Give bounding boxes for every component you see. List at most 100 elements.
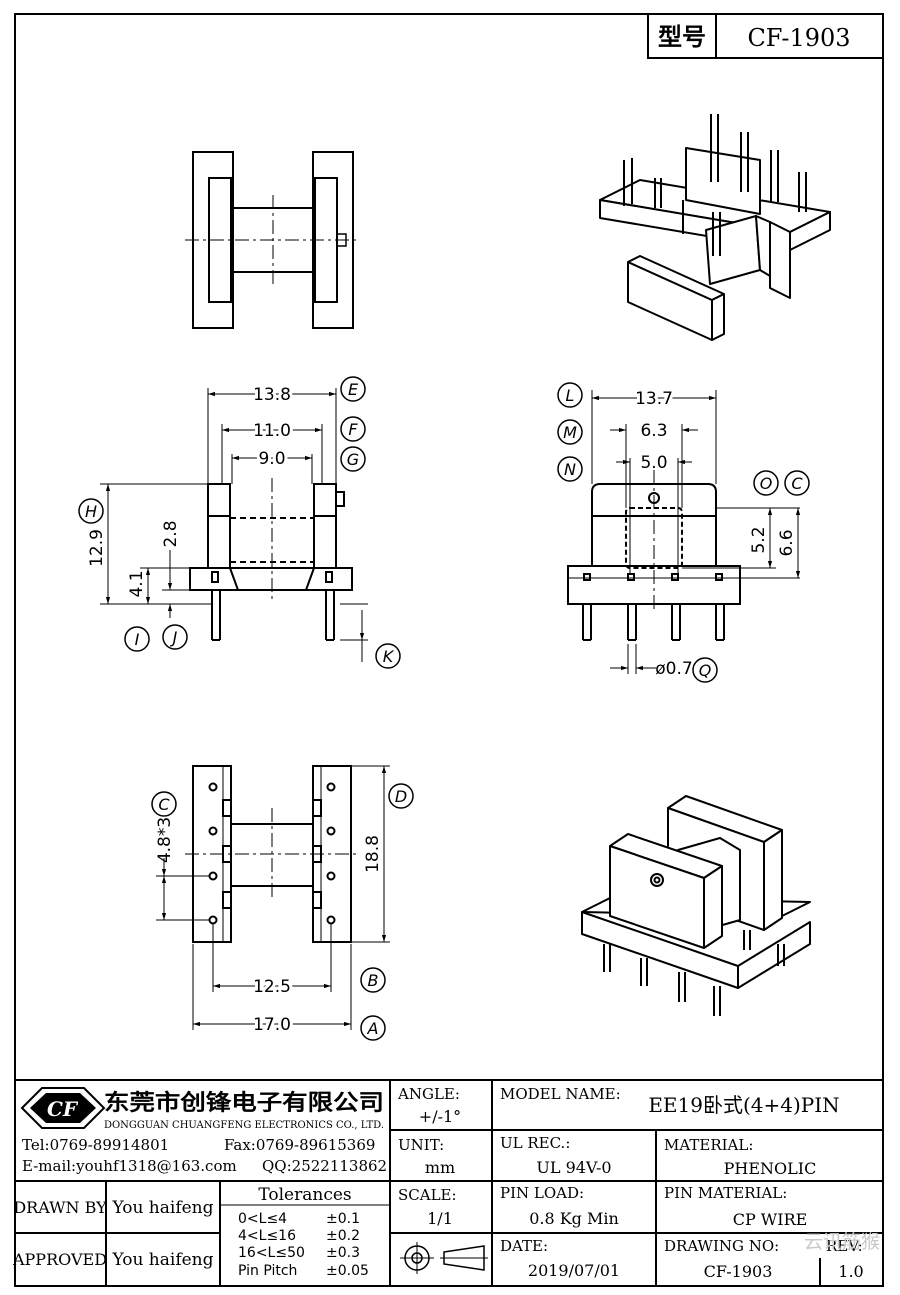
title-block-grid xyxy=(15,1079,883,1286)
marker-f: F xyxy=(340,416,366,442)
projection-symbol xyxy=(400,1242,488,1274)
scale-value: 1/1 xyxy=(427,1209,453,1228)
tol-range-0: 0<L≤4 xyxy=(238,1211,287,1227)
tol-range-1: 4<L≤16 xyxy=(238,1228,296,1244)
dim-h-value: 12.9 xyxy=(87,529,107,567)
company-logo: CF xyxy=(20,1087,106,1129)
model-name-value: EE19卧式(4+4)PIN xyxy=(648,1093,839,1117)
marker-q: Q xyxy=(692,657,718,683)
dim-o-value: 5.2 xyxy=(749,526,769,553)
marker-c-bottom: C xyxy=(151,791,177,817)
drawing-no-value: CF-1903 xyxy=(704,1262,773,1281)
pin-material-label: PIN MATERIAL: xyxy=(664,1184,787,1202)
company-fax: Fax:0769-89615369 xyxy=(224,1136,375,1154)
tol-value-3: ±0.05 xyxy=(326,1263,369,1279)
dim-f-value: 11.0 xyxy=(253,421,291,441)
drawn-by-value: You haifeng xyxy=(111,1198,213,1218)
dim-q-value: ø0.7 xyxy=(655,659,692,679)
marker-b: B xyxy=(360,967,386,993)
dim-b-value: 12.5 xyxy=(253,977,291,997)
dim-pitch-value: 4.8*3 xyxy=(155,817,175,863)
svg-text:A: A xyxy=(367,1019,379,1038)
angle-label: ANGLE: xyxy=(397,1085,460,1103)
svg-text:C: C xyxy=(791,474,803,493)
marker-o: O xyxy=(753,470,779,496)
company-qq: QQ:2522113862 xyxy=(262,1157,387,1175)
svg-text:E: E xyxy=(348,380,359,399)
model-box-label: 型号 xyxy=(658,23,706,51)
side-view-dimensions xyxy=(591,390,801,674)
dim-l-value: 13.7 xyxy=(635,389,673,409)
dim-m-value: 6.3 xyxy=(640,421,667,441)
dim-j-value: 2.8 xyxy=(161,520,181,547)
dim-e-value: 13.8 xyxy=(253,385,291,405)
tolerances-title: Tolerances xyxy=(258,1185,351,1205)
marker-n: N xyxy=(557,456,583,482)
tolerance-table: 0<L≤4 ±0.1 4<L≤16 ±0.2 16<L≤50 ±0.3 Pin … xyxy=(238,1211,369,1279)
tol-value-1: ±0.2 xyxy=(326,1228,360,1244)
marker-j: J xyxy=(162,624,188,650)
rev-label: REV: xyxy=(826,1237,863,1255)
unit-value: mm xyxy=(425,1158,455,1177)
dim-i-value: 4.1 xyxy=(127,570,147,597)
svg-text:O: O xyxy=(760,474,773,493)
front-view xyxy=(189,478,353,641)
date-label: DATE: xyxy=(500,1237,548,1255)
svg-text:K: K xyxy=(383,647,395,666)
scale-label: SCALE: xyxy=(398,1186,457,1204)
company-email: E-mail:youhf1318@163.com xyxy=(22,1157,237,1175)
marker-i: I xyxy=(124,626,150,652)
svg-text:H: H xyxy=(85,502,97,521)
tol-value-2: ±0.3 xyxy=(326,1245,360,1261)
marker-l: L xyxy=(557,382,583,408)
dim-g-value: 9.0 xyxy=(258,449,285,469)
sheet-border xyxy=(14,13,884,1287)
unit-label: UNIT: xyxy=(398,1136,444,1154)
isometric-view-bottom xyxy=(581,795,811,1016)
svg-text:F: F xyxy=(348,420,358,439)
logo-text: CF xyxy=(47,1097,79,1121)
marker-a: A xyxy=(360,1015,386,1041)
dim-a-value: 17.0 xyxy=(253,1015,291,1035)
svg-text:L: L xyxy=(566,386,575,405)
approved-label: APPROVED xyxy=(12,1250,107,1269)
ul-rec-value: UL 94V-0 xyxy=(536,1158,611,1177)
svg-text:C: C xyxy=(158,795,170,814)
isometric-view-top xyxy=(599,114,831,341)
dim-c-side-value: 6.6 xyxy=(777,529,797,556)
svg-text:G: G xyxy=(347,450,359,469)
marker-g: G xyxy=(340,446,366,472)
tol-value-0: ±0.1 xyxy=(326,1211,360,1227)
svg-text:I: I xyxy=(135,630,140,649)
marker-c-side: C xyxy=(784,470,810,496)
dim-n-value: 5.0 xyxy=(640,453,667,473)
marker-e: E xyxy=(340,376,366,402)
company-tel: Tel:0769-89914801 xyxy=(22,1136,169,1154)
date-value: 2019/07/01 xyxy=(528,1261,620,1280)
svg-text:J: J xyxy=(170,628,178,647)
dim-d-value: 18.8 xyxy=(363,835,383,873)
marker-d: D xyxy=(388,783,414,809)
watermark: 云讯筋猴 xyxy=(804,1231,880,1253)
marker-h: H xyxy=(78,498,104,524)
drawing-no-label: DRAWING NO: xyxy=(664,1237,779,1255)
svg-text:D: D xyxy=(395,787,407,806)
drawn-by-label: DRAWN BY xyxy=(13,1198,107,1217)
pin-load-label: PIN LOAD: xyxy=(500,1184,584,1202)
company-name-en: DONGGUAN CHUANGFENG ELECTRONICS CO., LTD… xyxy=(104,1119,384,1131)
tol-range-3: Pin Pitch xyxy=(238,1263,297,1279)
bottom-view xyxy=(185,765,360,943)
svg-text:B: B xyxy=(368,971,379,990)
svg-text:M: M xyxy=(563,423,577,442)
svg-text:N: N xyxy=(564,460,576,479)
angle-value: +/-1° xyxy=(419,1107,461,1126)
ul-rec-label: UL REC.: xyxy=(500,1134,570,1152)
company-name-cn: 东莞市创锋电子有限公司 xyxy=(104,1090,384,1116)
model-name-label: MODEL NAME: xyxy=(500,1085,621,1103)
top-view xyxy=(185,151,360,329)
pin-material-value: CP WIRE xyxy=(733,1210,808,1229)
side-view xyxy=(567,470,741,641)
front-view-dimensions xyxy=(100,388,368,662)
svg-text:Q: Q xyxy=(699,661,712,680)
